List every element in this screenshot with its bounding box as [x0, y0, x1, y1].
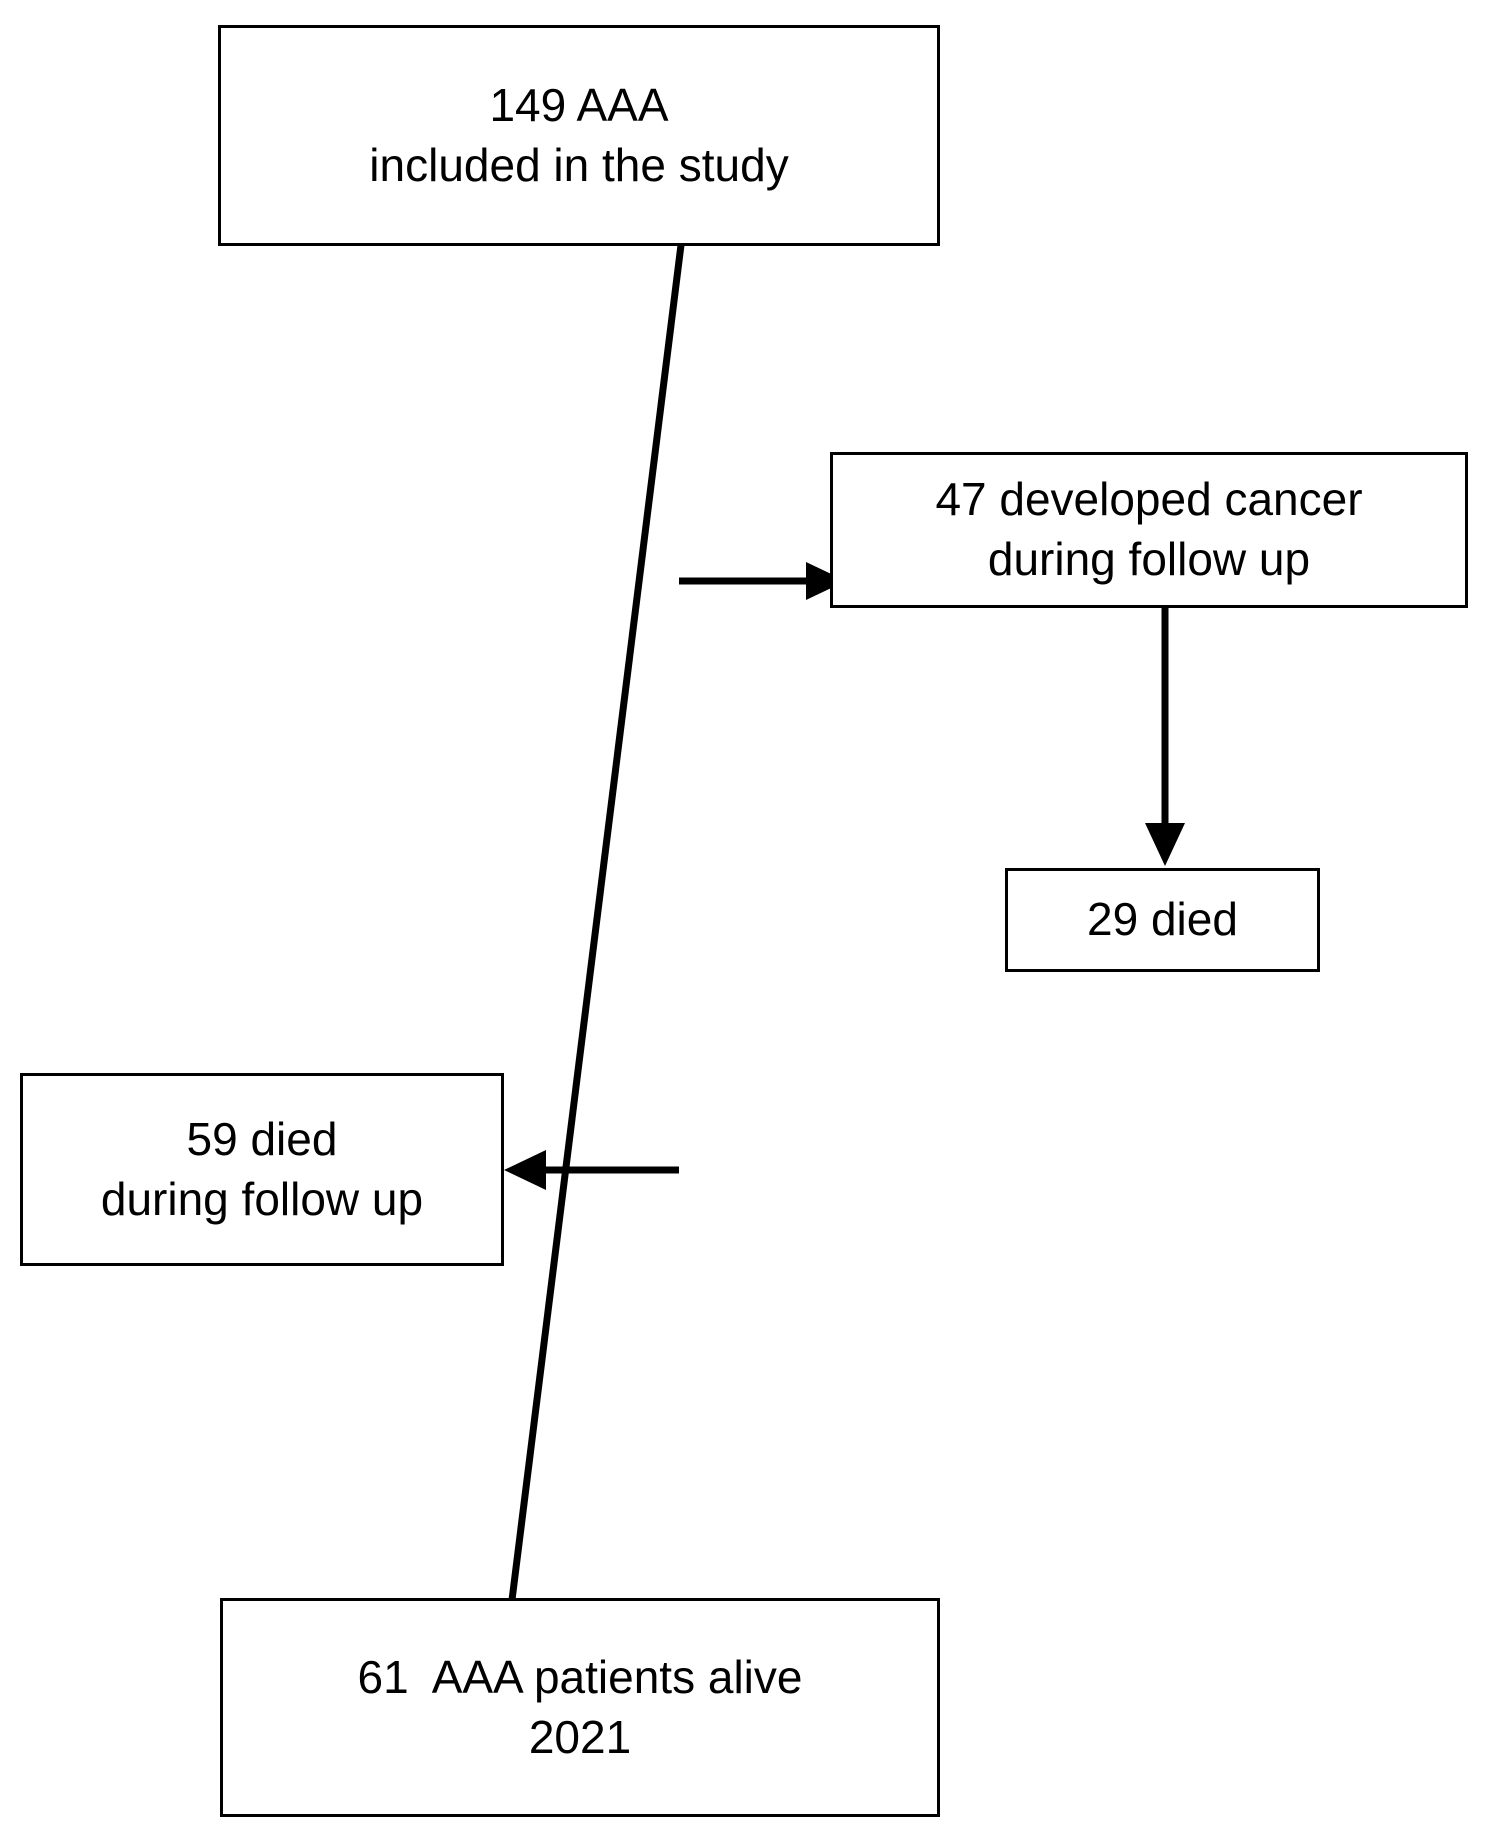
- node-died-during-followup: 59 died during follow up: [20, 1073, 504, 1266]
- node-developed-cancer: 47 developed cancer during follow up: [830, 452, 1468, 608]
- node-cancer-died: 29 died: [1005, 868, 1320, 972]
- connector-to-died-followup: [504, 1150, 679, 1190]
- node-cancer-line-2: during follow up: [987, 533, 1311, 585]
- node-died-fu-line-2: during follow up: [100, 1172, 424, 1225]
- node-patients-alive: 61 AAA patients alive 2021: [220, 1598, 940, 1817]
- node-alive-line-1: 61 AAA patients alive: [357, 1650, 803, 1703]
- node-included-in-study: 149 AAA included in the study: [218, 25, 940, 246]
- node-cancer-line-1: 47 developed cancer: [935, 473, 1363, 526]
- connector-trunk-vertical: [508, 244, 685, 1601]
- connector-to-cancer: [679, 562, 846, 600]
- node-included-line-2: included in the study: [369, 138, 789, 191]
- node-died-fu-line-1: 59 died: [186, 1112, 338, 1165]
- connector-cancer-to-died: [1145, 608, 1185, 866]
- node-alive-line-2: 2021: [528, 1710, 632, 1763]
- node-cancer-died-line-1: 29 died: [1087, 893, 1238, 946]
- node-included-line-1: 149 AAA: [489, 78, 669, 131]
